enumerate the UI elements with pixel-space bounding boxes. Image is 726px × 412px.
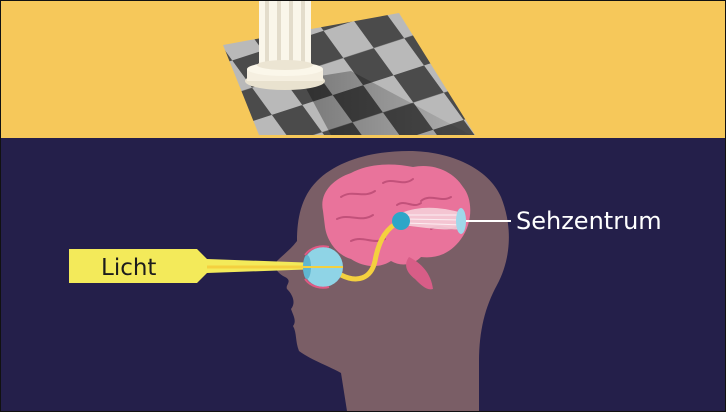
visual-cortex	[456, 208, 466, 234]
visual-center-label: Sehzentrum	[516, 209, 662, 233]
light-label: Licht	[101, 257, 156, 280]
thalamus-node	[392, 212, 410, 230]
